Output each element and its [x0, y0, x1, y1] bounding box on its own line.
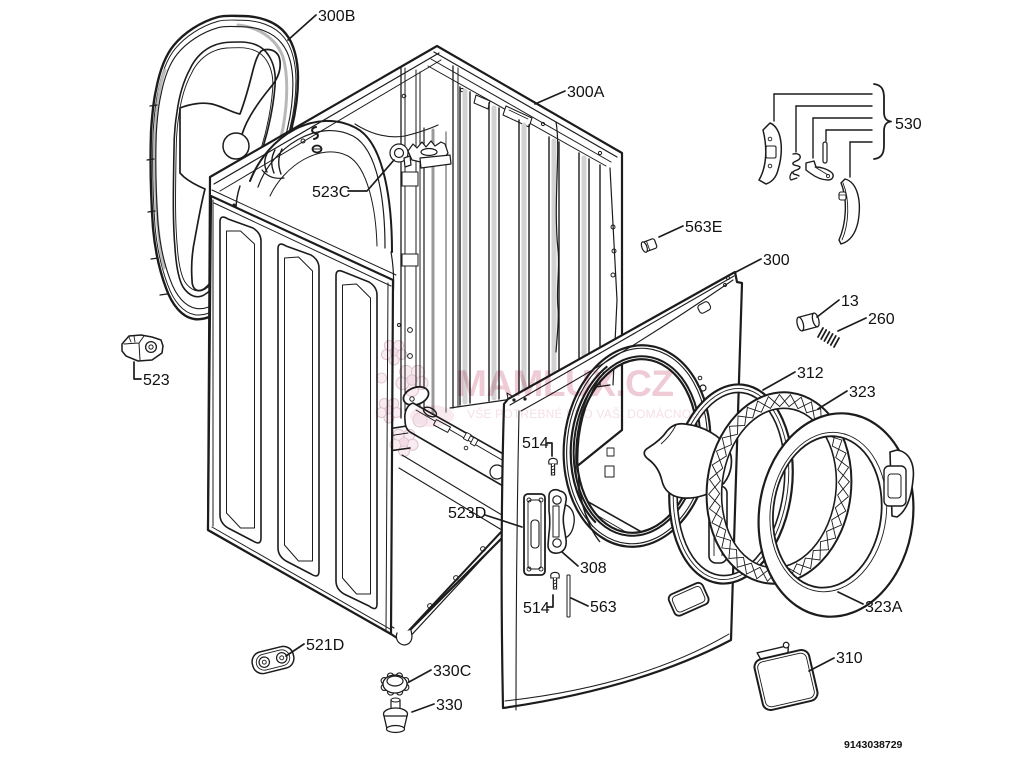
svg-text:323: 323 [849, 384, 876, 401]
svg-text:523: 523 [143, 372, 170, 389]
svg-text:530: 530 [895, 116, 922, 133]
svg-text:310: 310 [836, 650, 863, 667]
svg-text:260: 260 [868, 311, 895, 328]
svg-text:323A: 323A [865, 599, 903, 616]
svg-text:330C: 330C [433, 663, 471, 680]
svg-text:514: 514 [522, 435, 549, 452]
svg-text:330: 330 [436, 697, 463, 714]
svg-text:308: 308 [580, 560, 607, 577]
svg-text:523D: 523D [448, 505, 486, 522]
svg-text:300: 300 [763, 252, 790, 269]
svg-text:MAMLUX.CZ: MAMLUX.CZ [456, 363, 673, 404]
svg-text:523C: 523C [312, 184, 350, 201]
svg-text:300B: 300B [318, 8, 355, 25]
svg-text:312: 312 [797, 365, 824, 382]
svg-text:VŠE POTŘEBNÉ PRO VAŠI DOMÁCNOS: VŠE POTŘEBNÉ PRO VAŠI DOMÁCNOST [467, 406, 707, 421]
svg-text:9143038729: 9143038729 [844, 739, 903, 751]
svg-text:521D: 521D [306, 637, 344, 654]
svg-text:300A: 300A [567, 84, 605, 101]
svg-text:563: 563 [590, 599, 617, 616]
svg-text:13: 13 [841, 293, 859, 310]
svg-text:563E: 563E [685, 219, 722, 236]
svg-text:514: 514 [523, 600, 550, 617]
